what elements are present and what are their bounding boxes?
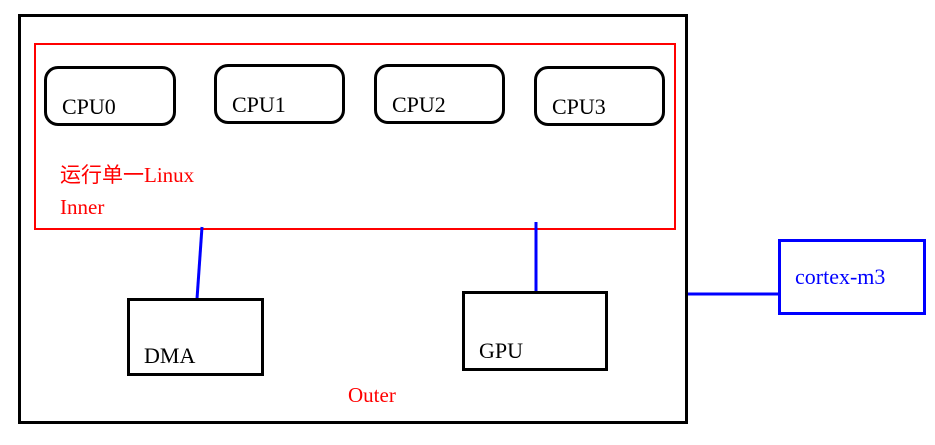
cpu-box-cpu1[interactable]: CPU1 [214,64,345,124]
outer-region-label: Outer [348,383,396,407]
peripheral-box-gpu[interactable]: GPU [462,291,608,371]
peripheral-label-dma: DMA [144,343,196,368]
cpu-label-cpu0: CPU0 [62,94,116,119]
cpu-label-cpu2: CPU2 [392,92,446,117]
external-label-cortex-m3: cortex-m3 [795,264,886,289]
cpu-box-cpu2[interactable]: CPU2 [374,64,505,124]
cpu-label-cpu1: CPU1 [232,92,286,117]
inner-region-note-line1: 运行单一Linux [60,163,195,187]
external-box-cortex-m3[interactable]: cortex-m3 [778,239,926,315]
cpu-box-cpu0[interactable]: CPU0 [44,66,176,126]
cpu-box-cpu3[interactable]: CPU3 [534,66,665,126]
peripheral-label-gpu: GPU [479,338,524,363]
peripheral-box-dma[interactable]: DMA [127,298,264,376]
inner-region-note-line2: Inner [60,195,105,219]
cpu-label-cpu3: CPU3 [552,94,606,119]
inner-region-box [34,43,676,230]
outer-region-box [18,14,688,424]
